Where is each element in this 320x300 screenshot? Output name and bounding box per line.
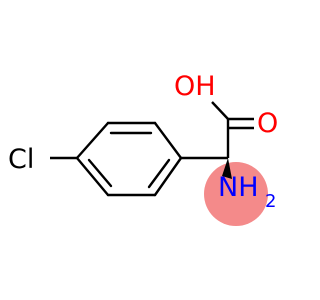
benzene-ring (75, 121, 183, 197)
hydroxyl-label: OH (174, 71, 216, 102)
ring-bond-1 (75, 121, 110, 160)
molecule-drawing: Cl OH O NH 2 (8, 71, 278, 226)
amine-label: NH (218, 172, 259, 203)
ring-double-2 (147, 158, 171, 189)
stereo-wedge-bond (222, 158, 232, 179)
structure-diagram: Cl OH O NH 2 (8, 71, 278, 226)
ring-double-3 (87, 158, 113, 188)
amine-highlight (204, 162, 268, 226)
carbonyl-oxygen-label: O (257, 108, 278, 139)
ring-bond-3 (153, 121, 183, 160)
amine-subscript: 2 (265, 191, 276, 212)
ring-bond-4 (153, 156, 183, 197)
carboxyl-oh-bond (211, 101, 229, 120)
chlorine-label: Cl (8, 144, 34, 175)
ring-bond-6 (75, 156, 110, 197)
